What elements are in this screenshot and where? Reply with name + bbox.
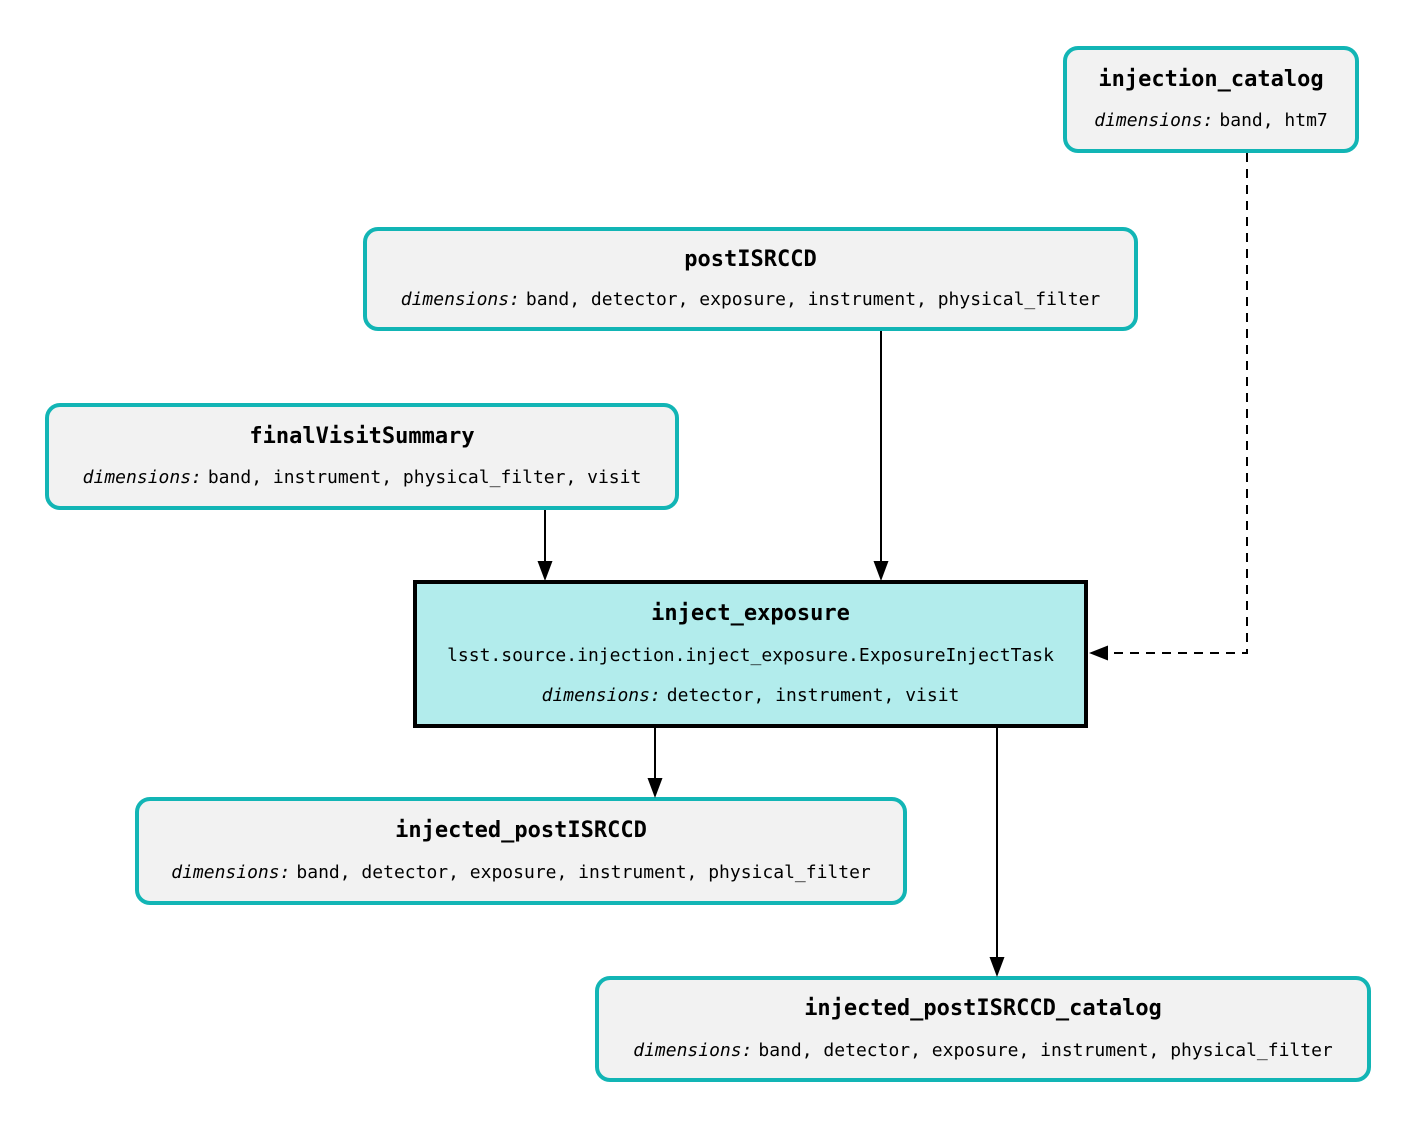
dimensions-label: dimensions: — [541, 685, 661, 706]
dimensions-value: band, detector, exposure, instrument, ph… — [758, 1039, 1333, 1061]
dimensions-value: band, detector, exposure, instrument, ph… — [296, 862, 871, 883]
dimensions-label: dimensions: — [1094, 110, 1214, 132]
node-injected-postisrccd-catalog: injected_postISRCCD_catalog dimensions:b… — [595, 976, 1371, 1082]
task-class-path: lsst.source.injection.inject_exposure.Ex… — [447, 645, 1054, 666]
node-postisrccd: postISRCCD dimensions:band, detector, ex… — [363, 227, 1138, 331]
node-injection-catalog: injection_catalog dimensions:band, htm7 — [1063, 46, 1359, 153]
node-title: injected_postISRCCD_catalog — [804, 996, 1162, 1022]
dimensions-label: dimensions: — [82, 467, 202, 489]
edge-finalvisitsummary-to-inject-exposure — [537, 510, 553, 581]
dimensions-value: detector, instrument, visit — [666, 685, 960, 706]
node-dimensions: dimensions:band, htm7 — [1094, 109, 1328, 133]
node-finalvisitsummary: finalVisitSummary dimensions:band, instr… — [45, 403, 679, 510]
node-title: inject_exposure — [651, 601, 850, 626]
dimensions-label: dimensions: — [400, 289, 520, 311]
edge-inject-exposure-to-injected-postisrccd — [647, 728, 663, 798]
node-dimensions: dimensions:band, detector, exposure, ins… — [633, 1039, 1333, 1063]
node-title: finalVisitSummary — [249, 423, 475, 449]
node-dimensions: dimensions:band, instrument, physical_fi… — [83, 466, 642, 490]
dimensions-value: band, instrument, physical_filter, visit — [207, 467, 642, 489]
node-dimensions: dimensions:detector, instrument, visit — [542, 684, 960, 708]
node-dimensions: dimensions:band, detector, exposure, ins… — [401, 288, 1101, 312]
dimensions-value: band, detector, exposure, instrument, ph… — [525, 289, 1101, 311]
node-title: postISRCCD — [684, 246, 817, 272]
edge-postisrccd-to-inject-exposure — [873, 331, 889, 581]
node-title: injection_catalog — [1098, 66, 1324, 92]
dimensions-label: dimensions: — [171, 862, 291, 883]
node-injected-postisrccd: injected_postISRCCD dimensions:band, det… — [135, 797, 907, 905]
dimensions-label: dimensions: — [633, 1039, 753, 1061]
node-inject-exposure-task: inject_exposure lsst.source.injection.in… — [413, 580, 1088, 728]
node-dimensions: dimensions:band, detector, exposure, ins… — [171, 861, 871, 885]
dimensions-value: band, htm7 — [1219, 110, 1328, 132]
node-title: injected_postISRCCD — [395, 818, 647, 843]
edge-inject-exposure-to-injected-postisrccd-catalog — [989, 728, 1005, 977]
